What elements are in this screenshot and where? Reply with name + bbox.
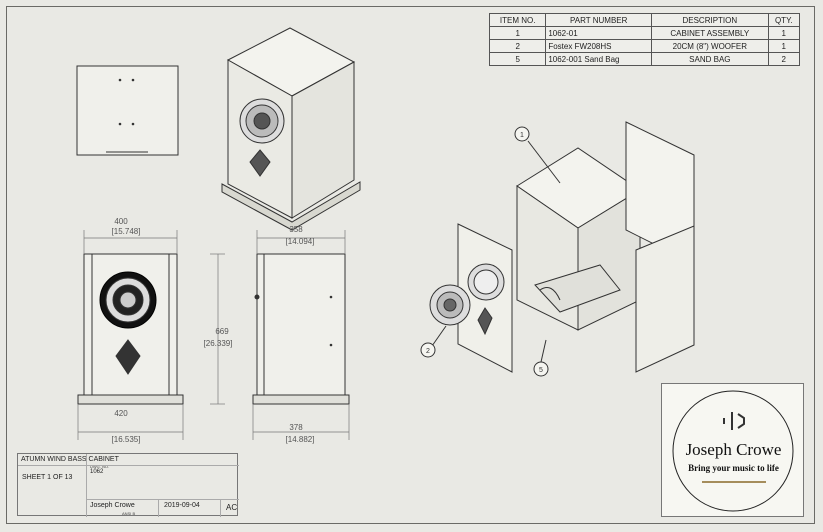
sheet-number: SHEET 1 OF 13	[22, 474, 73, 481]
speaker-mark-icon	[723, 412, 745, 430]
revision: AC	[226, 503, 238, 512]
dim-height-in: [26.339]	[204, 339, 233, 348]
exploded-view	[429, 121, 695, 373]
brand-logo-card: Joseph Crowe Bring your music to life	[661, 383, 804, 517]
drawing-name: ATUMN WIND BASS CABINET	[21, 456, 119, 463]
dim-base-width-in: [16.535]	[112, 435, 141, 444]
dwg-no: 1062	[90, 469, 104, 475]
callout-1: 1	[520, 132, 524, 139]
callout-circles	[420, 126, 549, 377]
front-view	[77, 253, 184, 405]
author-name: Joseph Crowe	[90, 502, 135, 509]
dim-base-width: 420	[114, 409, 128, 418]
dim-front-width: 400	[114, 217, 128, 226]
dwg-no-label: DWG. NO.	[90, 464, 110, 469]
dim-side-depth: 358	[289, 225, 303, 234]
bom-header-item: ITEM NO.	[488, 13, 547, 27]
bom-part: Fostex FW208HS	[545, 39, 653, 53]
bom-desc: 20CM (8") WOOFER	[651, 39, 769, 53]
bom-qty: 2	[767, 52, 801, 66]
bom-row: 1 1062-01 CABINET ASSEMBLY 1	[488, 26, 801, 40]
callout-2: 2	[426, 348, 430, 355]
bom-item: 2	[488, 39, 547, 53]
title-block: ATUMN WIND BASS CABINET SHEET 1 OF 13 DW…	[17, 453, 239, 517]
bom-qty: 1	[767, 39, 801, 53]
callout-5: 5	[539, 367, 543, 374]
bill-of-materials: ITEM NO. PART NUMBER DESCRIPTION QTY. 1 …	[488, 13, 801, 66]
bom-row: 5 1062-001 Sand Bag SAND BAG 2	[488, 52, 801, 66]
brand-tagline: Bring your music to life	[688, 463, 779, 473]
brand-name: Joseph Crowe	[685, 440, 782, 459]
bom-part: 1062-01	[545, 26, 653, 40]
bom-header-desc: DESCRIPTION	[651, 13, 769, 27]
bom-desc: SAND BAG	[651, 52, 769, 66]
dimension-lines	[77, 230, 350, 440]
dim-side-base-depth-in: [14.882]	[286, 435, 315, 444]
bom-header-part: PART NUMBER	[545, 13, 653, 27]
bom-qty: 1	[767, 26, 801, 40]
bom-part: 1062-001 Sand Bag	[545, 52, 653, 66]
iso-view	[221, 27, 361, 231]
top-view	[76, 65, 179, 156]
drawing-standard: ANSI B	[122, 511, 136, 516]
dim-height: 669	[215, 327, 229, 336]
dim-side-base-depth: 378	[289, 423, 303, 432]
bom-header-row: ITEM NO. PART NUMBER DESCRIPTION QTY.	[488, 13, 801, 27]
bom-item: 1	[488, 26, 547, 40]
bom-item: 5	[488, 52, 547, 66]
dim-front-width-in: [15.748]	[112, 227, 141, 236]
bom-row: 2 Fostex FW208HS 20CM (8") WOOFER 1	[488, 39, 801, 53]
bom-desc: CABINET ASSEMBLY	[651, 26, 769, 40]
dim-side-depth-in: [14.094]	[286, 237, 315, 246]
brand-logo-art	[672, 390, 794, 512]
drawing-date: 2019-09-04	[164, 502, 200, 509]
sheet-border	[6, 6, 815, 524]
side-view	[252, 253, 350, 405]
bom-header-qty: QTY.	[767, 13, 801, 27]
